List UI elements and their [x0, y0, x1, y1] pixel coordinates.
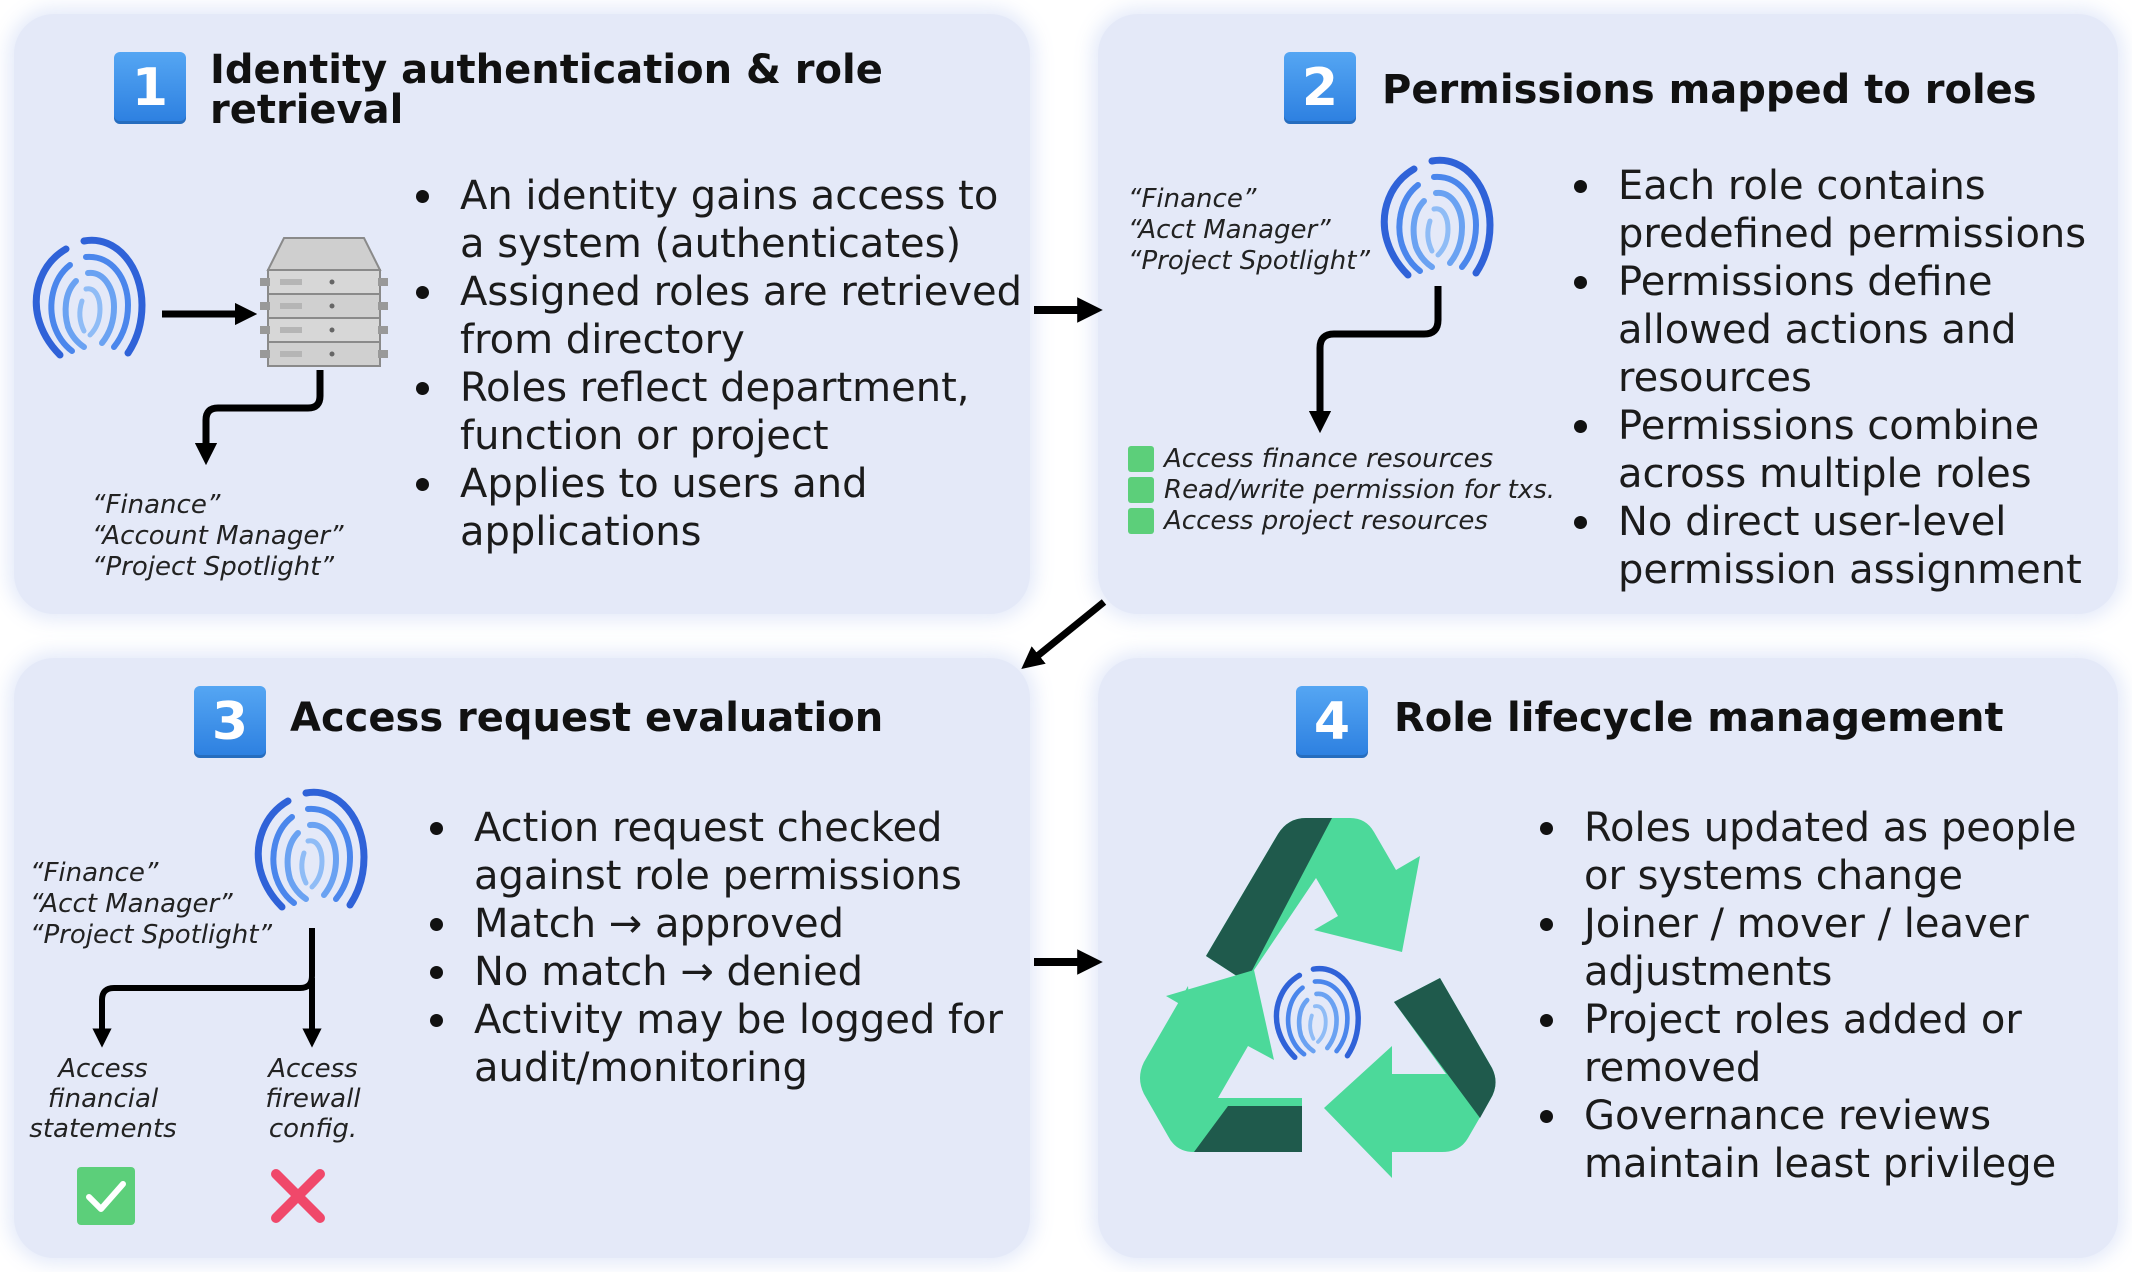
panel-title: Access request evaluation — [290, 695, 884, 741]
checkbox-icon — [1128, 446, 1154, 472]
arrow-icon — [1021, 599, 1107, 670]
role-label: “Project Spotlight” — [1128, 246, 1370, 276]
role-label: “Acct Manager” — [30, 889, 233, 919]
panel-title: Permissions mapped to roles — [1382, 67, 2037, 113]
panel-title-line: Identity authentication & role — [210, 47, 883, 93]
role-label: “Project Spotlight” — [92, 552, 334, 582]
step-2-panel: 2 Permissions mapped to roles “Finance” … — [1098, 14, 2118, 614]
step-4-panel: 4 Role lifecycle management Roles update… — [1098, 658, 2118, 1258]
role-label: “Finance” — [92, 490, 221, 520]
arrow-icon — [1308, 286, 1442, 434]
role-label: “Finance” — [30, 858, 159, 888]
recycle-icon — [1140, 818, 1496, 1178]
role-label: “Finance” — [1128, 184, 1257, 214]
role-list: “Finance” “Acct Manager” “Project Spotli… — [30, 858, 272, 951]
step-3-panel: 3 Access request evaluation “Finance” “A… — [14, 658, 1030, 1258]
checkbox-icon — [1128, 508, 1154, 534]
step-number-badge: 2 — [1284, 52, 1356, 124]
panel-title-line: retrieval — [210, 87, 404, 133]
role-list: “Finance” “Account Manager” “Project Spo… — [92, 490, 344, 583]
flow-arrows — [92, 928, 322, 1048]
role-list: “Finance” “Acct Manager” “Project Spotli… — [1128, 184, 1370, 277]
cross-icon — [271, 1169, 325, 1223]
outcome-label: Access firewall config. — [265, 1054, 361, 1144]
step-number-badge: 3 — [194, 686, 266, 758]
outcome-label: Access financial statements — [29, 1054, 177, 1144]
role-label: “Acct Manager” — [1128, 215, 1331, 245]
permission-item: Access project resources — [1128, 506, 1488, 536]
permission-item: Access finance resources — [1128, 444, 1493, 474]
panel-title: Role lifecycle management — [1394, 695, 2004, 741]
step-number-badge: 1 — [114, 52, 186, 124]
arrow-icon — [194, 370, 324, 466]
role-label: “Account Manager” — [92, 521, 344, 551]
panel-title: Identity authentication & role retrieval — [210, 50, 883, 130]
step-number-badge: 4 — [1296, 686, 1368, 758]
permission-item: Read/write permission for txs. — [1128, 475, 1555, 505]
checkbox-icon — [1128, 477, 1154, 503]
flow-arrows — [162, 302, 324, 466]
server-icon — [260, 237, 388, 367]
bullet-item: No match → denied — [428, 948, 1003, 996]
role-label: “Project Spotlight” — [30, 920, 272, 950]
check-icon — [77, 1167, 135, 1225]
bullet-item: Match → approved — [428, 900, 1003, 948]
bullet-item: Roles reflect department,function or pro… — [414, 364, 1022, 460]
flow-arrows — [1308, 286, 1442, 434]
step-1-panel: 1 Identity authentication & role retriev… — [14, 14, 1030, 614]
